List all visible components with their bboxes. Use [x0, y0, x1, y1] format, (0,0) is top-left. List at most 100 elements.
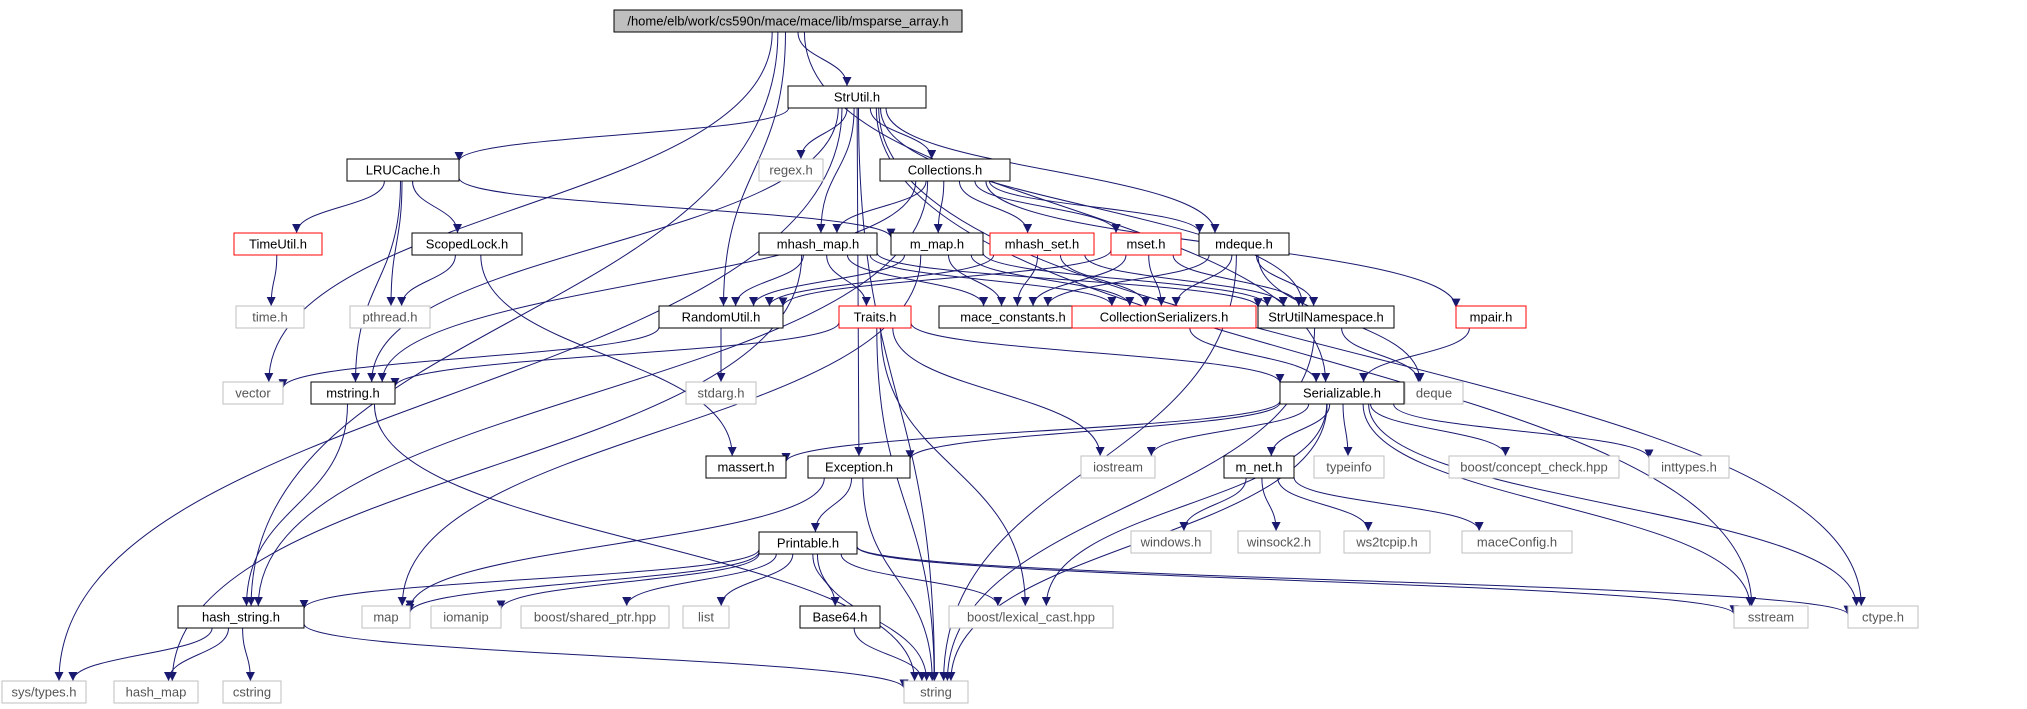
- node-strutil-box: [787, 85, 927, 109]
- node-windows-box: [1130, 530, 1212, 554]
- edge-mhashset-to-randomutil: [764, 254, 995, 307]
- edge-randomutil-to-vector: [278, 326, 660, 389]
- node-scopedlock[interactable]: ScopedLock.h: [411, 232, 523, 256]
- edge-serializable-to-ctype: [1368, 403, 1861, 607]
- node-regex: regex.h: [758, 158, 824, 182]
- edge-root-to-hashstring: [246, 31, 779, 607]
- edge-traits-to-lexicalcast: [880, 327, 1030, 607]
- edge-mhashmap-to-collser: [869, 254, 1117, 307]
- node-iomanip: iomanip: [430, 605, 502, 629]
- node-ws2tcpip: ws2tcpip.h: [1343, 530, 1431, 554]
- node-timeh-label: time.h: [252, 310, 287, 325]
- node-exception[interactable]: Exception.h: [807, 455, 911, 479]
- node-mnet[interactable]: m_net.h: [1223, 455, 1295, 479]
- edge-mstring-to-hashstring: [242, 403, 348, 607]
- node-typeinfo: typeinfo: [1313, 455, 1385, 479]
- node-pthread: pthread.h: [349, 305, 431, 329]
- edge-mnet-to-windows: [1179, 477, 1247, 532]
- node-conceptcheck: boost/concept_check.hpp: [1448, 455, 1620, 479]
- node-iomanip-label: iomanip: [443, 610, 489, 625]
- edges-layer: [54, 31, 1866, 689]
- node-hashstring-box: [177, 605, 305, 629]
- node-mmap-box: [890, 232, 984, 256]
- node-sharedptr: boost/shared_ptr.hpp: [520, 605, 670, 629]
- edge-mmap-to-strutilns: [982, 252, 1272, 307]
- node-printable[interactable]: Printable.h: [758, 531, 858, 555]
- edge-strutil-to-lrucache: [454, 107, 790, 162]
- edge-printable-to-map: [405, 551, 760, 613]
- node-collser[interactable]: CollectionSerializers.h: [1071, 305, 1257, 329]
- node-map-label: map: [373, 610, 398, 625]
- node-mmap[interactable]: m_map.h: [890, 232, 984, 256]
- edge-serializable-to-inttypes: [1393, 403, 1654, 459]
- node-collections-label: Collections.h: [908, 163, 982, 178]
- node-traits[interactable]: Traits.h: [838, 305, 912, 329]
- edge-timeutil-to-timeh: [266, 254, 278, 307]
- edge-strutil-to-ctype: [878, 107, 1866, 607]
- node-base64[interactable]: Base64.h: [799, 605, 881, 629]
- node-collser-label: CollectionSerializers.h: [1100, 310, 1229, 325]
- node-massert-box: [705, 455, 787, 479]
- node-mhashset[interactable]: mhash_set.h: [989, 232, 1095, 256]
- edge-exception-to-string: [862, 477, 937, 682]
- node-strutil[interactable]: StrUtil.h: [787, 85, 927, 109]
- node-cstring-box: [222, 680, 282, 704]
- node-vector-box: [222, 381, 284, 405]
- edge-strutil-to-collections: [869, 107, 937, 160]
- node-systypes-label: sys/types.h: [11, 685, 76, 700]
- node-mset[interactable]: mset.h: [1110, 232, 1182, 256]
- edge-mhashset-to-collser: [1059, 254, 1151, 307]
- edge-mhashmap-to-hashmap: [167, 254, 803, 682]
- edge-collections-to-hashstring: [253, 180, 929, 607]
- node-randomutil[interactable]: RandomUtil.h: [658, 305, 784, 329]
- edge-collections-to-mhashset: [958, 180, 1033, 234]
- node-iostream-box: [1080, 455, 1156, 479]
- node-root-box: [613, 9, 963, 33]
- edge-hashstring-to-string: [303, 623, 909, 689]
- node-mdeque-label: mdeque.h: [1215, 237, 1273, 252]
- node-stdarg-box: [685, 381, 757, 405]
- node-mpair[interactable]: mpair.h: [1455, 305, 1527, 329]
- node-ctype-box: [1847, 605, 1919, 629]
- edge-mset-to-randomutil: [778, 249, 1112, 307]
- node-scopedlock-box: [411, 232, 523, 256]
- node-lrucache-label: LRUCache.h: [366, 163, 440, 178]
- node-mstring-label: mstring.h: [326, 386, 379, 401]
- node-collections[interactable]: Collections.h: [879, 158, 1011, 182]
- node-timeutil[interactable]: TimeUtil.h: [233, 232, 323, 256]
- node-root[interactable]: /home/elb/work/cs590n/mace/mace/lib/mspa…: [613, 9, 963, 33]
- edge-serializable-to-conceptcheck: [1370, 403, 1510, 457]
- node-maceconst-label: mace_constants.h: [960, 310, 1066, 325]
- edge-lrucache-to-pthread: [386, 180, 403, 307]
- node-mdeque[interactable]: mdeque.h: [1198, 232, 1290, 256]
- edge-lrucache-to-mmap: [458, 177, 896, 238]
- node-inttypes: inttypes.h: [1648, 455, 1730, 479]
- node-mhashmap[interactable]: mhash_map.h: [758, 232, 878, 256]
- node-list-label: list: [698, 610, 714, 625]
- edge-traits-to-string: [876, 327, 939, 682]
- node-hashstring[interactable]: hash_string.h: [177, 605, 305, 629]
- node-lexicalcast-box: [948, 605, 1114, 629]
- node-typeinfo-box: [1313, 455, 1385, 479]
- edge-serializable-to-sstream: [1362, 403, 1755, 607]
- edge-collections-to-mstring: [377, 180, 917, 383]
- node-strutilns[interactable]: StrUtilNamespace.h: [1257, 305, 1395, 329]
- node-mset-box: [1110, 232, 1182, 256]
- node-list-box: [682, 605, 730, 629]
- node-deque: deque: [1404, 381, 1464, 405]
- node-mhashmap-box: [758, 232, 878, 256]
- node-pthread-label: pthread.h: [363, 310, 418, 325]
- node-massert[interactable]: massert.h: [705, 455, 787, 479]
- node-map: map: [361, 605, 411, 629]
- node-base64-label: Base64.h: [813, 610, 868, 625]
- edge-lrucache-to-scopedlock: [412, 180, 462, 234]
- edge-traits-to-serializable: [910, 322, 1285, 384]
- node-mstring[interactable]: mstring.h: [310, 381, 396, 405]
- node-ctype-label: ctype.h: [1862, 610, 1904, 625]
- node-maceconst[interactable]: mace_constants.h: [938, 305, 1088, 329]
- node-cstring-label: cstring: [233, 685, 271, 700]
- node-lrucache[interactable]: LRUCache.h: [346, 158, 460, 182]
- edge-mhashmap-to-traits: [826, 254, 871, 307]
- node-serializable[interactable]: Serializable.h: [1279, 381, 1405, 405]
